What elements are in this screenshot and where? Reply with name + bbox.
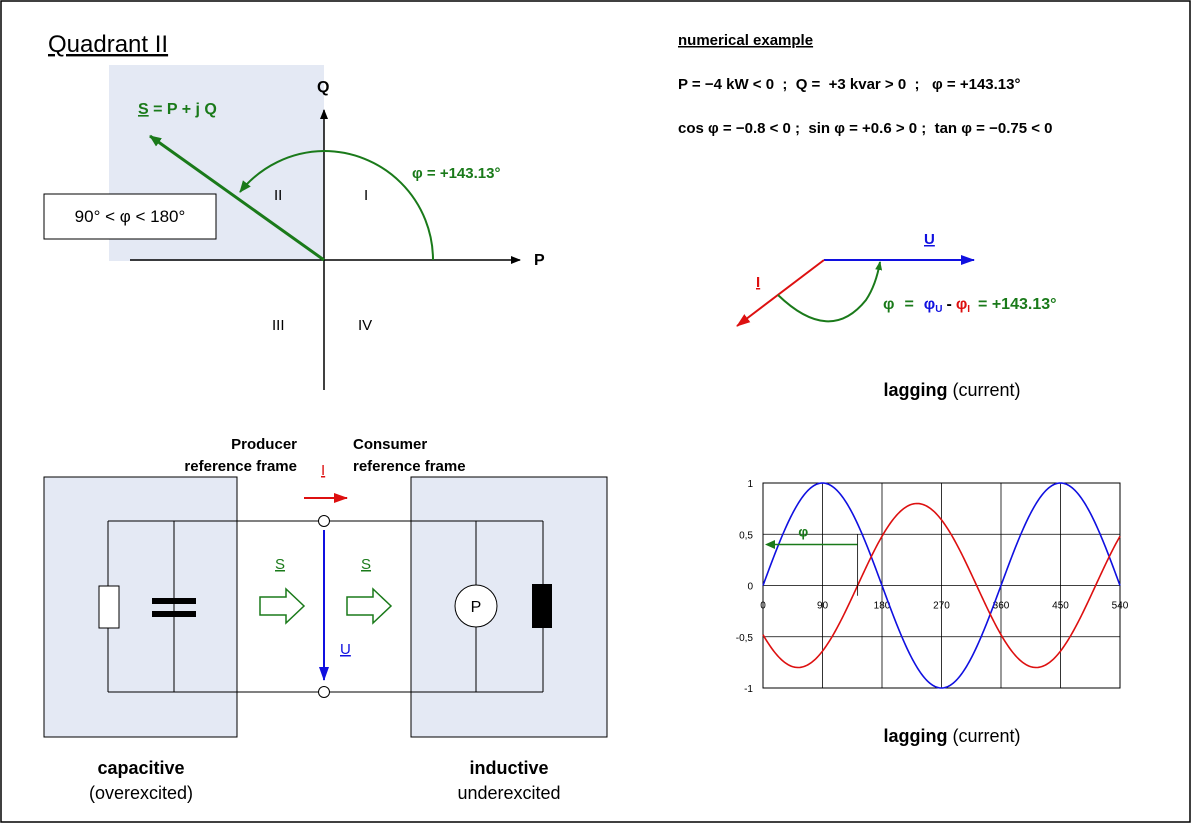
phi-arrow-head [765, 540, 775, 549]
phi-value-label: φ = +143.13° [412, 165, 500, 182]
chart-caption-bold: lagging [883, 726, 947, 746]
x-tick-label: 270 [933, 601, 950, 612]
waveform-chart: 1 0,5 0 -0,5 -1 0 90 180 270 360 450 540 φ [736, 479, 1129, 695]
eq-equals: = [904, 296, 913, 313]
x-tick-label: 0 [760, 601, 766, 612]
i-phasor-label: I [756, 274, 760, 291]
x-tick-label: 540 [1112, 601, 1129, 612]
current-wave [762, 502, 1121, 669]
chart-series [762, 482, 1121, 689]
s-label-right: S [361, 556, 371, 573]
eq-phi: φ [883, 296, 894, 313]
chart-annotation: φ [765, 524, 859, 596]
range-box [43, 193, 217, 240]
inductive-title: inductive [469, 758, 548, 778]
example-line-2: cos φ = −0.8 < 0 ; sin φ = +0.6 > 0 ; ta… [678, 120, 1052, 137]
y-tick-label: -1 [744, 684, 753, 695]
terminal-top [318, 515, 330, 527]
inductor-symbol [532, 584, 552, 628]
x-tick-label: 90 [817, 601, 829, 612]
voltage-wave [762, 482, 1121, 689]
producer-label-line1: Producer [231, 436, 297, 453]
numerical-example: numerical example P = −4 kW < 0 ; Q = +3… [678, 32, 1052, 137]
power-source-symbol [454, 584, 498, 628]
eq-phi-u: φ [924, 296, 935, 313]
inductive-subtitle: underexcited [457, 783, 560, 803]
eq-u-sub: U [935, 304, 942, 315]
capacitor-plate-bottom [152, 611, 196, 617]
quadrant-title: Quadrant II [48, 31, 168, 58]
phi-chart-label: φ [798, 524, 808, 540]
current-label: I [321, 462, 325, 479]
eq-phi-i: φ [956, 296, 967, 313]
consumer-box [410, 476, 608, 738]
quadrant-diagram: Quadrant II Q P I II III IV S = P + j Q … [43, 31, 545, 390]
capacitor-plate-top [152, 598, 196, 604]
eq-result: = +143.13° [978, 296, 1056, 313]
power-source-label: P [471, 599, 482, 616]
q-axis-label: Q [317, 79, 329, 96]
eq-minus: - [946, 296, 951, 313]
s-vector [149, 134, 325, 262]
producer-label-line2: reference frame [184, 458, 297, 475]
phi-arc [239, 149, 434, 261]
x-tick-label: 360 [993, 601, 1010, 612]
s-symbol: S [138, 101, 149, 118]
u-phasor-label: U [924, 231, 935, 248]
terminal-bottom [318, 686, 330, 698]
consumer-label-line2: reference frame [353, 458, 466, 475]
example-line-1: P = −4 kW < 0 ; Q = +3 kvar > 0 ; φ = +1… [678, 76, 1021, 93]
s-arrow-left [259, 587, 306, 625]
quadrant-iii-label: III [272, 317, 285, 334]
y-tick-label: 1 [747, 479, 753, 490]
s-label-left: S [275, 556, 285, 573]
x-tick-label: 180 [874, 601, 891, 612]
chart-ticks: 1 0,5 0 -0,5 -1 0 90 180 270 360 450 540 [736, 479, 1129, 695]
quadrant-iv-label: IV [358, 317, 372, 334]
circuit-diagram: P U I S S Producer reference frame Consu… [43, 436, 608, 803]
capacitive-title: capacitive [97, 758, 184, 778]
consumer-label-line1: Consumer [353, 436, 427, 453]
phasor-phi-arc [777, 261, 883, 323]
producer-box [43, 476, 238, 738]
s-equation-rest: = P + j Q [149, 101, 217, 118]
y-tick-label: 0 [747, 582, 753, 593]
voltage-label: U [340, 641, 351, 658]
phasor-caption-rest: (current) [947, 380, 1020, 400]
eq-i-sub: I [967, 304, 970, 315]
chart-caption-rest: (current) [947, 726, 1020, 746]
capacitive-subtitle: (overexcited) [89, 783, 193, 803]
phasor-equation: φ=φU-φI= +143.13° [883, 296, 1057, 315]
x-tick-label: 450 [1052, 601, 1069, 612]
y-tick-label: 0,5 [739, 530, 753, 541]
range-label: 90° < φ < 180° [75, 207, 186, 226]
quadrant-i-label: I [364, 187, 368, 204]
phasor-caption: lagging (current) [883, 380, 1020, 400]
quadrant-ii-label: II [274, 187, 282, 204]
example-heading: numerical example [678, 32, 813, 49]
resistor-symbol [98, 585, 120, 629]
y-tick-label: -0,5 [736, 633, 754, 644]
chart-caption: lagging (current) [883, 726, 1020, 746]
phasor-caption-bold: lagging [883, 380, 947, 400]
p-axis-label: P [534, 252, 545, 269]
i-phasor [736, 259, 825, 327]
s-arrow-right [346, 587, 393, 625]
s-equation: S = P + j Q [138, 101, 217, 118]
phasor-diagram: U I φ=φU-φI= +143.13° lagging (current) [736, 231, 1057, 400]
